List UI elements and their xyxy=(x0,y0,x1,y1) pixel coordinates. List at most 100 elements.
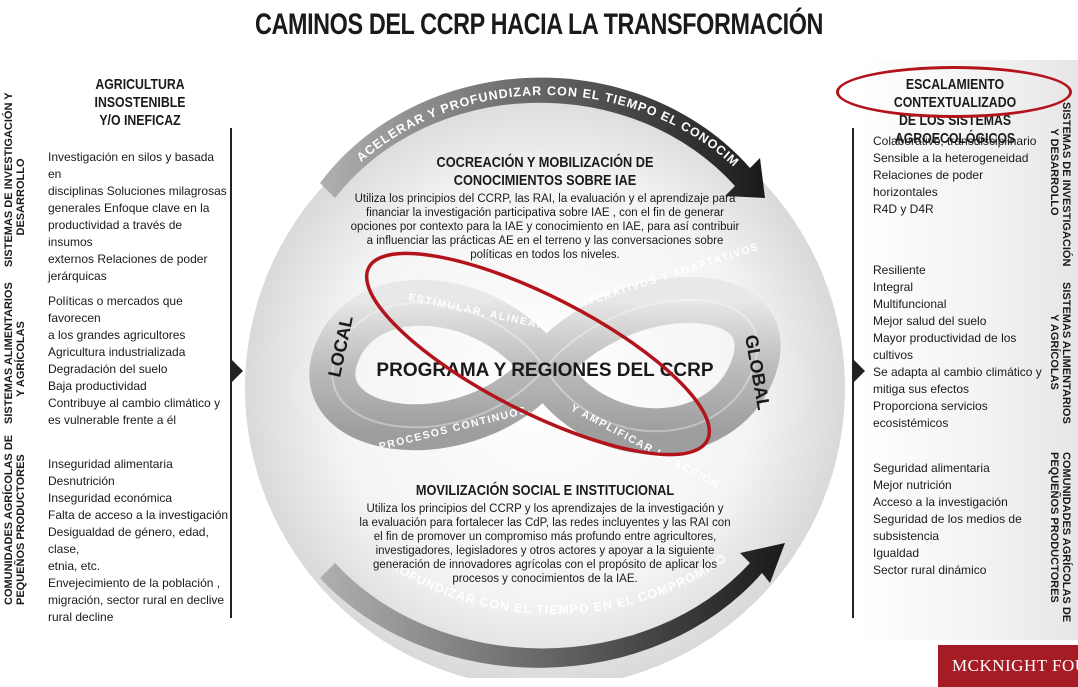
list-item: Multifuncional xyxy=(873,297,947,311)
list-item: Integral xyxy=(873,280,914,294)
label-line: SISTEMAS DE INVESTIGACIÓN xyxy=(1060,102,1072,267)
label-line: SISTEMAS DE INVESTIGACIÓN Y xyxy=(3,92,15,267)
label-line: DESARROLLO xyxy=(15,158,27,236)
label-line: SISTEMAS ALIMENTARIOS xyxy=(1060,282,1072,424)
text-line: financiar la investigación participativa… xyxy=(366,207,724,219)
list-item: etnia, etc. xyxy=(48,559,101,573)
list-item: externos Relaciones de poder xyxy=(48,252,208,266)
list-item: es vulnerable frente a él xyxy=(48,413,177,427)
left-list-food: Políticas o mercados que favorecen a los… xyxy=(48,293,228,429)
list-item: Proporciona servicios ecosistémicos xyxy=(873,399,988,430)
cocreation-text: Utiliza los principios del CCRP, las RAI… xyxy=(345,192,745,262)
label-line: Y DESARROLLO xyxy=(1048,128,1060,216)
list-item: rural decline xyxy=(48,610,114,624)
list-item: Degradación del suelo xyxy=(48,362,168,376)
label-line: Y AGRÍCOLAS xyxy=(15,321,27,397)
list-item: subsistencia xyxy=(873,529,940,543)
program-label: PROGRAMA Y REGIONES DEL CCRP xyxy=(376,360,713,381)
list-item: Colaborativo, transdisciplinario xyxy=(873,134,1037,148)
text-line: a influenciar las prácticas AE en el ter… xyxy=(366,235,724,247)
list-item: Falta de acceso a la investigación xyxy=(48,508,229,522)
list-item: Desigualdad de género, edad, clase, xyxy=(48,525,209,556)
label-line: Y AGRÍCOLAS xyxy=(1048,314,1060,390)
right-label-food: SISTEMAS ALIMENTARIOS Y AGRÍCOLAS xyxy=(1048,282,1072,424)
list-item: migración, sector rural en declive xyxy=(48,593,225,607)
list-item: Relaciones de poder horizontales xyxy=(873,168,984,199)
right-label-communities: COMUNIDADES AGRÍCOLAS DE PEQUEÑOS PRODUC… xyxy=(1048,452,1072,623)
text-line: opciones por contexto para la IAE y cono… xyxy=(350,221,740,233)
right-divider-arrow xyxy=(854,360,865,382)
list-item: Seguridad alimentaria xyxy=(873,461,990,475)
text-line: la evaluación para fortalecer las CdP, l… xyxy=(359,517,731,529)
list-item: Acceso a la investigación xyxy=(873,495,1008,509)
text-line: generación de innovadores agrícolas con … xyxy=(373,559,717,571)
list-item: disciplinas Soluciones milagrosas xyxy=(48,184,227,198)
text-line: Utiliza los principios del CCRP y los ap… xyxy=(366,503,724,515)
right-label-research: SISTEMAS DE INVESTIGACIÓN Y DESARROLLO xyxy=(1048,102,1072,267)
right-list-food: Resiliente Integral Multifuncional Mejor… xyxy=(873,262,1048,432)
list-item: Agricultura industrializada xyxy=(48,345,186,359)
list-item: Mejor salud del suelo xyxy=(873,314,987,328)
cocreation-section: COCREACIÓN Y MOBILIZACIÓN DE CONOCIMIENT… xyxy=(345,154,745,262)
mobilization-text: Utiliza los principios del CCRP y los ap… xyxy=(345,502,745,586)
list-item: Se adapta al cambio climático y xyxy=(873,365,1042,379)
page-title: CAMINOS DEL CCRP HACIA LA TRANSFORMACIÓN xyxy=(254,8,824,41)
list-item: a los grandes agricultores xyxy=(48,328,186,342)
list-item: mitiga sus efectos xyxy=(873,382,970,396)
list-item: Resiliente xyxy=(873,263,926,277)
list-item: Baja productividad xyxy=(48,379,147,393)
text-line: políticas en todos los niveles. xyxy=(470,249,620,261)
left-label-food: SISTEMAS ALIMENTARIOS Y AGRÍCOLAS xyxy=(3,282,27,424)
list-item: Contribuye al cambio climático y xyxy=(48,396,221,410)
list-item: Seguridad de los medios de xyxy=(873,512,1022,526)
text-line: el fin de promover un compromiso más pro… xyxy=(373,531,717,543)
label-line: SISTEMAS ALIMENTARIOS xyxy=(3,282,15,424)
list-item: Investigación en silos y basada en xyxy=(48,150,215,181)
left-divider-arrow xyxy=(232,360,243,382)
list-item: Inseguridad alimentaria xyxy=(48,457,173,471)
heading-line: COCREACIÓN Y MOBILIZACIÓN DE xyxy=(436,154,654,171)
right-panel-background xyxy=(860,60,1078,640)
left-list-research: Investigación en silos y basada en disci… xyxy=(48,149,228,285)
list-item: productividad a través de insumos xyxy=(48,218,183,249)
list-item: Inseguridad económica xyxy=(48,491,173,505)
center-diagram: ACELERAR Y PROFUNDIZAR CON EL TIEMPO EL … xyxy=(240,58,845,678)
list-item: Envejecimiento de la población , xyxy=(48,576,221,590)
mcknight-logo: MCKNIGHT FOUN xyxy=(938,645,1078,687)
label-line: COMUNIDADES AGRÍCOLAS DE xyxy=(3,434,15,605)
text-line: investigadores, legisladores y otros act… xyxy=(375,545,715,557)
left-list-communities: Inseguridad alimentaria Desnutrición Ins… xyxy=(48,456,230,626)
bottom-arc-arrow xyxy=(320,543,785,668)
list-item: Sensible a la heterogeneidad xyxy=(873,151,1029,165)
left-header-line: Y/O INEFICAZ xyxy=(99,112,181,129)
left-header-line: AGRICULTURA INSOSTENIBLE xyxy=(94,76,186,111)
list-item: Mejor nutrición xyxy=(873,478,952,492)
list-item: Políticas o mercados que favorecen xyxy=(48,294,183,325)
right-list-communities: Seguridad alimentaria Mejor nutrición Ac… xyxy=(873,460,1043,579)
right-list-research: Colaborativo, transdisciplinario Sensibl… xyxy=(873,133,1043,218)
text-line: Utiliza los principios del CCRP, las RAI… xyxy=(354,193,736,205)
cocreation-heading: COCREACIÓN Y MOBILIZACIÓN DE CONOCIMIENT… xyxy=(375,154,715,190)
highlight-ellipse-center xyxy=(364,251,712,457)
left-label-communities: COMUNIDADES AGRÍCOLAS DE PEQUEÑOS PRODUC… xyxy=(3,434,27,605)
top-arc-arrow xyxy=(320,77,765,198)
list-item: generales Enfoque clave en la xyxy=(48,201,210,215)
list-item: Desnutrición xyxy=(48,474,115,488)
left-divider xyxy=(230,128,232,618)
list-item: jerárquicas xyxy=(48,269,107,283)
left-label-research: SISTEMAS DE INVESTIGACIÓN Y DESARROLLO xyxy=(3,92,27,267)
label-line: COMUNIDADES AGRÍCOLAS DE xyxy=(1060,452,1072,623)
heading-line: CONOCIMIENTOS SOBRE IAE xyxy=(453,172,637,189)
heading-line: MOVILIZACIÓN SOCIAL E INSTITUCIONAL xyxy=(415,482,675,499)
highlight-ellipse-right xyxy=(836,66,1072,118)
list-item: Mayor productividad de los cultivos xyxy=(873,331,1017,362)
right-divider xyxy=(852,128,854,618)
text-line: procesos y conocimientos de la IAE. xyxy=(452,573,638,585)
list-item: Igualdad xyxy=(873,546,920,560)
list-item: R4D y D4R xyxy=(873,202,934,216)
left-header: AGRICULTURA INSOSTENIBLE Y/O INEFICAZ xyxy=(58,76,222,130)
list-item: Sector rural dinámico xyxy=(873,563,987,577)
mobilization-section: MOVILIZACIÓN SOCIAL E INSTITUCIONAL Util… xyxy=(345,482,745,586)
mobilization-heading: MOVILIZACIÓN SOCIAL E INSTITUCIONAL xyxy=(375,482,715,500)
label-line: PEQUEÑOS PRODUCTORES xyxy=(1048,452,1060,603)
